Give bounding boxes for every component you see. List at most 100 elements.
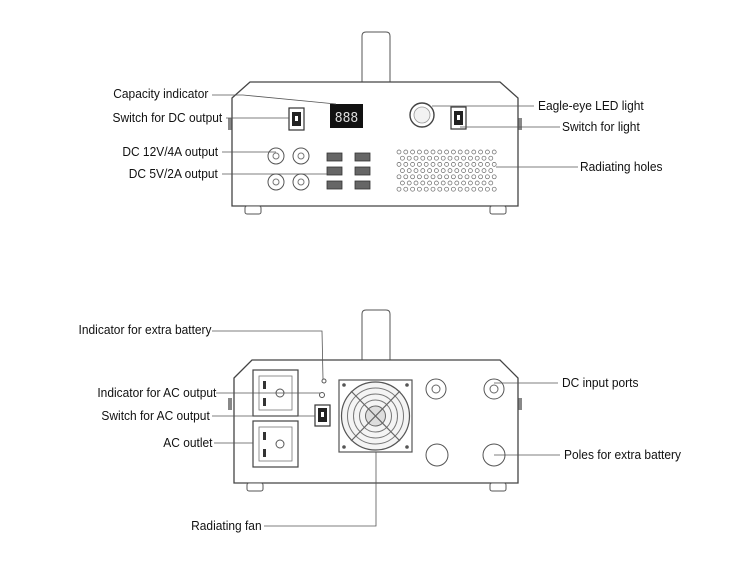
radiating-hole bbox=[440, 155, 446, 161]
radiating-hole bbox=[481, 168, 487, 173]
radiating-hole bbox=[457, 174, 463, 180]
radiating-hole bbox=[423, 186, 429, 192]
leader-indicator-extra-battery bbox=[212, 330, 324, 380]
label-dc-5v-output: DC 5V/2A output bbox=[128, 166, 218, 181]
radiating-hole bbox=[447, 168, 453, 173]
radiating-hole bbox=[420, 155, 426, 161]
radiating-hole bbox=[481, 180, 487, 186]
radiating-hole bbox=[447, 180, 453, 186]
label-radiating-fan: Radiating fan bbox=[191, 518, 262, 533]
back-foot-left bbox=[246, 482, 264, 492]
radiating-hole bbox=[406, 168, 412, 173]
radiating-hole bbox=[471, 162, 477, 167]
radiating-hole bbox=[468, 168, 473, 173]
radiating-hole bbox=[410, 149, 415, 155]
radiating-hole bbox=[461, 180, 466, 186]
label-ac-outlet: AC outlet bbox=[162, 435, 212, 450]
radiating-hole bbox=[491, 149, 497, 155]
radiating-hole bbox=[423, 149, 429, 155]
radiating-hole bbox=[410, 162, 415, 167]
radiating-hole bbox=[403, 149, 409, 155]
radiating-hole bbox=[491, 174, 497, 180]
radiating-hole bbox=[427, 168, 432, 173]
radiating-hole bbox=[464, 174, 470, 180]
radiating-hole bbox=[437, 174, 443, 180]
radiating-hole bbox=[440, 180, 446, 186]
radiating-hole bbox=[444, 174, 449, 180]
leader-radiating-fan bbox=[264, 452, 377, 527]
radiating-hole bbox=[444, 162, 449, 167]
radiating-hole bbox=[474, 168, 480, 173]
label-capacity-indicator: Capacity indicator bbox=[112, 86, 208, 101]
radiating-holes-grid bbox=[396, 149, 497, 192]
label-dc-input-ports: DC input ports bbox=[562, 375, 639, 390]
radiating-hole bbox=[396, 149, 402, 155]
extra-battery-indicator bbox=[321, 378, 327, 384]
radiating-hole bbox=[444, 186, 449, 192]
front-view: 888 bbox=[212, 31, 578, 215]
radiating-hole bbox=[451, 186, 456, 192]
radiating-hole bbox=[417, 174, 422, 180]
radiating-hole bbox=[454, 180, 460, 186]
radiating-hole bbox=[400, 168, 405, 173]
radiating-hole bbox=[464, 186, 470, 192]
radiating-hole bbox=[430, 149, 436, 155]
dc-input-ports bbox=[425, 378, 505, 400]
radiating-hole bbox=[406, 155, 412, 161]
radiating-hole bbox=[420, 180, 426, 186]
radiating-hole bbox=[454, 168, 460, 173]
radiating-hole bbox=[444, 149, 449, 155]
radiating-hole bbox=[471, 186, 477, 192]
radiating-hole bbox=[410, 186, 415, 192]
radiating-hole bbox=[474, 180, 480, 186]
label-switch-ac-output: Switch for AC output bbox=[101, 408, 210, 423]
label-switch-light: Switch for light bbox=[562, 119, 640, 134]
label-indicator-extra-battery: Indicator for extra battery bbox=[79, 322, 212, 337]
radiating-hole bbox=[488, 155, 494, 161]
radiating-hole bbox=[396, 174, 402, 180]
radiating-hole bbox=[440, 168, 446, 173]
radiating-hole bbox=[461, 168, 466, 173]
radiating-hole bbox=[403, 174, 409, 180]
front-foot-left bbox=[244, 205, 262, 215]
ac-outlet-bottom bbox=[252, 420, 299, 468]
radiating-hole bbox=[468, 180, 473, 186]
leader-capacity-indicator bbox=[212, 94, 337, 105]
back-left-ear bbox=[228, 398, 232, 410]
ac-output-indicator bbox=[319, 392, 325, 398]
radiating-hole bbox=[413, 168, 419, 173]
label-eagle-eye-led: Eagle-eye LED light bbox=[538, 98, 644, 113]
radiating-fan bbox=[338, 379, 413, 453]
radiating-hole bbox=[478, 186, 483, 192]
radiating-hole bbox=[413, 180, 419, 186]
capacity-display bbox=[330, 104, 363, 128]
radiating-hole bbox=[420, 168, 426, 173]
label-indicator-ac-output: Indicator for AC output bbox=[96, 385, 216, 400]
radiating-hole bbox=[417, 162, 422, 167]
radiating-hole bbox=[471, 174, 477, 180]
radiating-hole bbox=[423, 162, 429, 167]
radiating-hole bbox=[478, 149, 483, 155]
back-foot-right bbox=[489, 482, 507, 492]
radiating-hole bbox=[406, 180, 412, 186]
label-dc-12v-output: DC 12V/4A output bbox=[122, 144, 218, 159]
radiating-hole bbox=[485, 174, 490, 180]
capacity-display-digits: 888 bbox=[335, 111, 358, 126]
radiating-hole bbox=[430, 162, 436, 167]
radiating-hole bbox=[485, 186, 490, 192]
radiating-hole bbox=[468, 155, 473, 161]
radiating-hole bbox=[485, 149, 490, 155]
radiating-hole bbox=[464, 149, 470, 155]
radiating-hole bbox=[400, 155, 405, 161]
back-handle bbox=[361, 309, 391, 360]
radiating-hole bbox=[457, 162, 463, 167]
front-handle bbox=[361, 31, 391, 82]
radiating-hole bbox=[447, 155, 453, 161]
radiating-hole bbox=[478, 162, 483, 167]
radiating-hole bbox=[485, 162, 490, 167]
radiating-hole bbox=[451, 162, 456, 167]
radiating-hole bbox=[488, 180, 494, 186]
radiating-hole bbox=[437, 162, 443, 167]
radiating-hole bbox=[478, 174, 483, 180]
